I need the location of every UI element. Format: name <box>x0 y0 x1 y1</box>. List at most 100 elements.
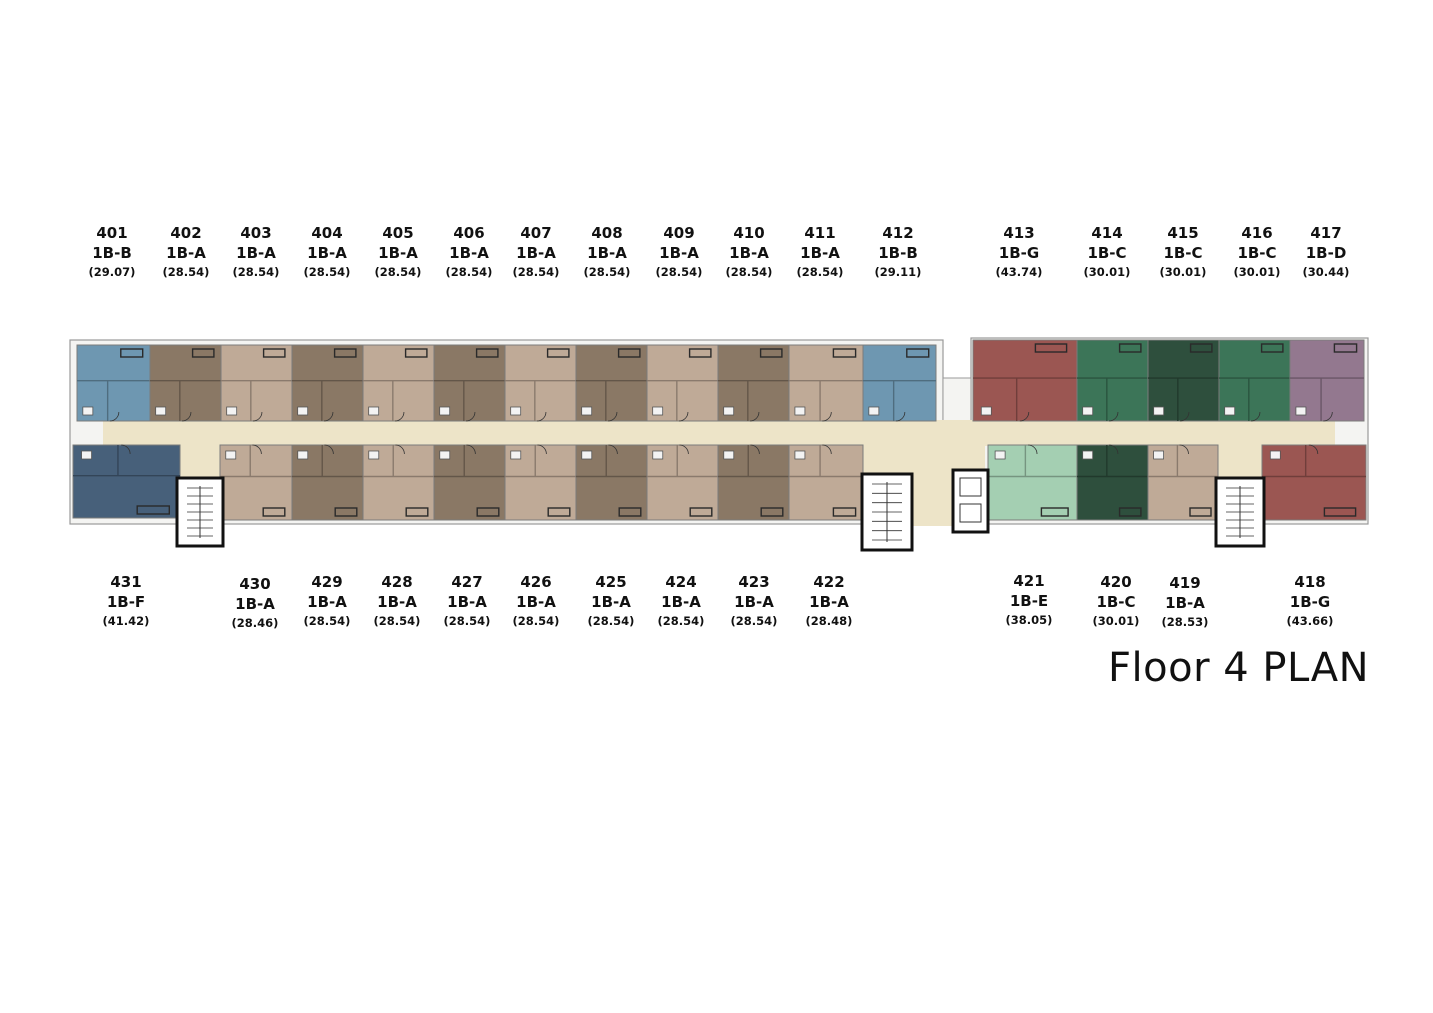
unit-number: 418 <box>1294 573 1326 591</box>
unit-type: 1B-A <box>734 593 774 611</box>
unit-type: 1B-D <box>1305 244 1347 262</box>
unit-number: 407 <box>520 224 552 242</box>
unit-430 <box>219 444 293 521</box>
unit-fixture <box>297 406 309 416</box>
unit-window <box>262 348 286 358</box>
unit-door <box>1308 444 1319 455</box>
unit-door <box>466 444 476 455</box>
unit-fixture <box>510 406 522 416</box>
unit-number: 414 <box>1091 224 1123 242</box>
unit-label-423: 423 1B-A (28.54) <box>714 575 794 628</box>
unit-type: 1B-A <box>449 244 489 262</box>
unit-door <box>607 411 618 422</box>
unit-number: 421 <box>1013 572 1045 590</box>
unit-414 <box>1076 339 1149 422</box>
unit-type: 1B-A <box>447 593 487 611</box>
unit-window <box>1189 507 1212 517</box>
unit-window <box>760 507 784 517</box>
unit-window <box>1333 343 1358 353</box>
unit-area: (28.46) <box>231 616 279 630</box>
unit-number: 430 <box>239 575 271 593</box>
unit-window <box>759 348 783 358</box>
unit-window <box>617 348 641 358</box>
unit-area: (28.54) <box>373 614 421 628</box>
unit-number: 425 <box>595 573 627 591</box>
unit-type: 1B-A <box>1165 594 1205 612</box>
unit-type: 1B-A <box>587 244 627 262</box>
unit-431 <box>72 444 181 519</box>
unit-fixture <box>980 406 992 416</box>
stair-east <box>1214 476 1266 548</box>
unit-fixture <box>510 450 522 460</box>
unit-door <box>1179 444 1189 455</box>
unit-door <box>109 411 120 422</box>
unit-fixture <box>994 450 1006 460</box>
corridor <box>103 420 1335 446</box>
unit-type: 1B-B <box>92 244 132 262</box>
unit-area: (30.01) <box>1083 265 1131 279</box>
unit-window <box>618 507 642 517</box>
unit-area: (28.54) <box>655 265 703 279</box>
unit-fixture <box>225 450 237 460</box>
unit-402 <box>149 344 222 422</box>
unit-window <box>906 348 930 358</box>
unit-door <box>394 411 405 422</box>
unit-type: 1B-A <box>800 244 840 262</box>
unit-number: 423 <box>738 573 770 591</box>
unit-door <box>181 411 192 422</box>
unit-label-414: 414 1B-C (30.01) <box>1067 226 1147 279</box>
unit-421 <box>987 444 1078 521</box>
unit-door <box>608 444 618 455</box>
unit-door <box>895 411 906 422</box>
unit-door <box>252 411 263 422</box>
unit-type: 1B-A <box>661 593 701 611</box>
unit-number: 403 <box>240 224 272 242</box>
unit-door <box>1028 444 1038 455</box>
unit-number: 402 <box>170 224 202 242</box>
unit-door <box>750 444 760 455</box>
floor-plan-title: Floor 4 PLAN <box>1108 645 1369 691</box>
unit-type: 1B-C <box>1087 244 1127 262</box>
unit-number: 411 <box>804 224 836 242</box>
unit-fixture <box>652 406 664 416</box>
unit-fixture <box>723 450 735 460</box>
unit-416 <box>1218 339 1291 422</box>
unit-door <box>678 411 689 422</box>
unit-area: (28.54) <box>583 265 631 279</box>
unit-fixture <box>1082 450 1094 460</box>
unit-type: 1B-E <box>1009 592 1049 610</box>
unit-fixture <box>82 406 94 416</box>
unit-label-407: 407 1B-A (28.54) <box>496 226 576 279</box>
unit-area: (30.01) <box>1159 265 1207 279</box>
unit-area: (28.54) <box>730 614 778 628</box>
unit-door <box>465 411 476 422</box>
unit-area: (28.54) <box>303 265 351 279</box>
unit-number: 404 <box>311 224 343 242</box>
unit-number: 419 <box>1169 574 1201 592</box>
unit-window <box>547 507 571 517</box>
unit-fixture <box>868 406 880 416</box>
unit-area: (38.05) <box>1005 613 1053 627</box>
unit-type: 1B-A <box>729 244 769 262</box>
unit-area: (28.54) <box>374 265 422 279</box>
unit-type: 1B-A <box>516 244 556 262</box>
unit-window <box>688 348 712 358</box>
unit-area: (28.54) <box>512 265 560 279</box>
unit-415 <box>1147 339 1220 422</box>
unit-door <box>822 411 832 422</box>
unit-window <box>334 507 358 517</box>
unit-404 <box>291 344 364 422</box>
unit-window <box>120 348 144 358</box>
unit-area: (43.74) <box>995 265 1043 279</box>
unit-type: 1B-G <box>1289 593 1331 611</box>
